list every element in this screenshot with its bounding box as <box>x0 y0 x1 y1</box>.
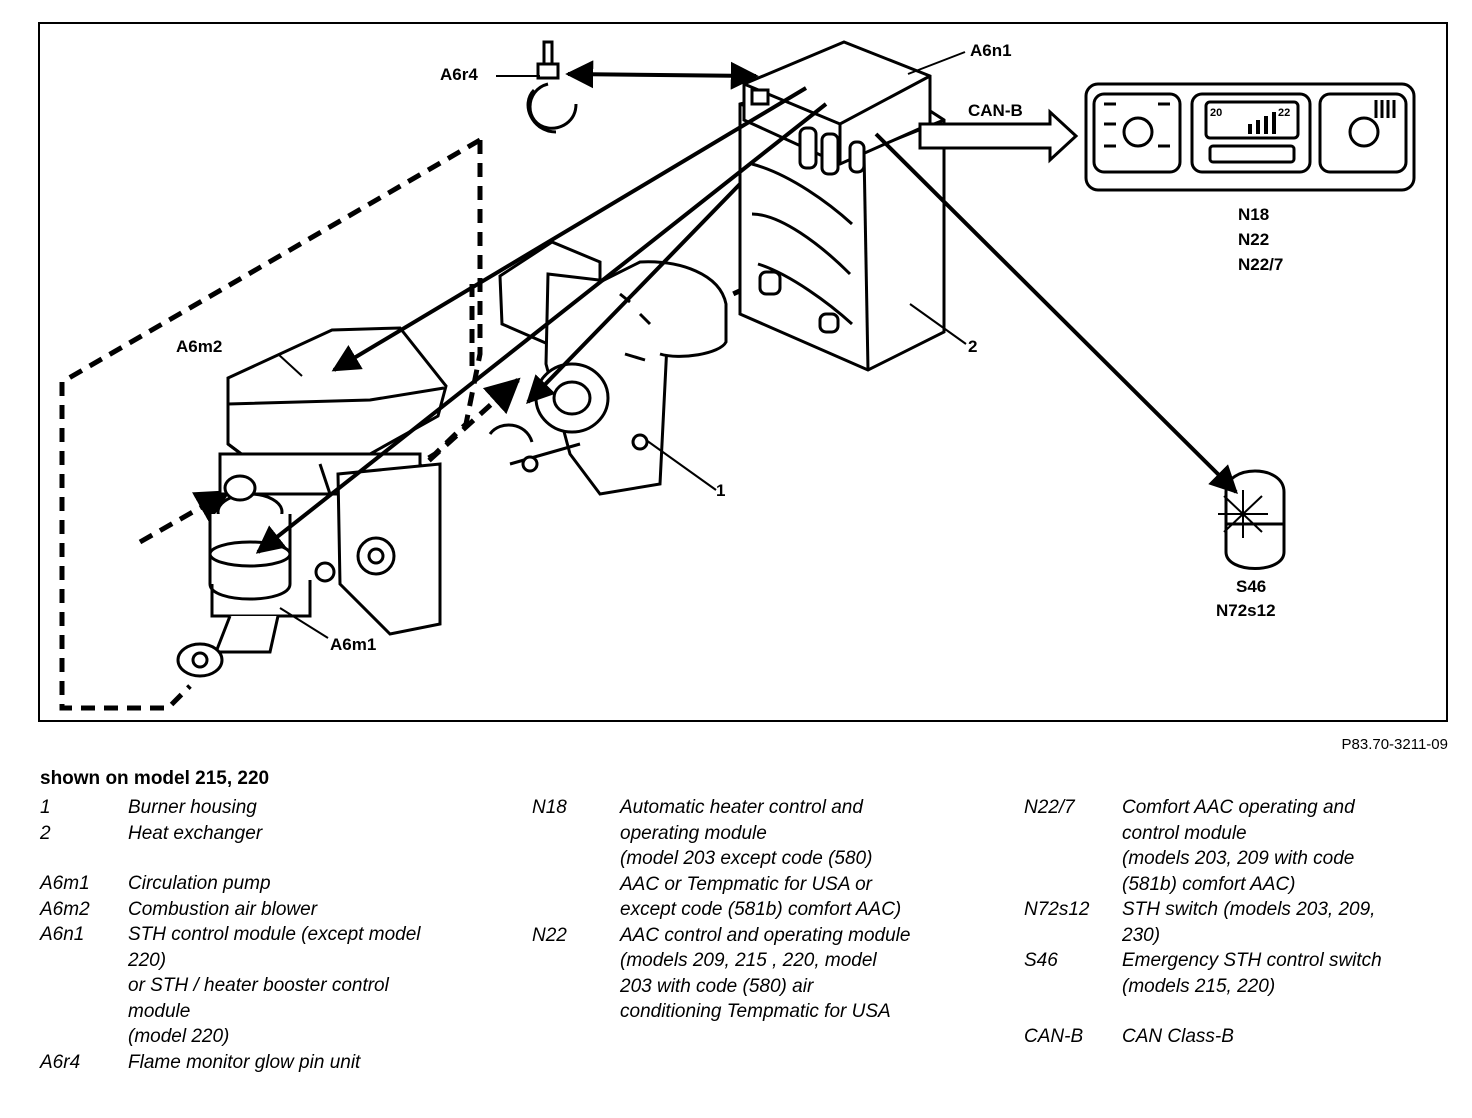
legend-code: N18 <box>532 797 567 818</box>
legend-item: N22/7 Comfort AAC operating and control m… <box>1024 795 1454 897</box>
legend-code: N22/7 <box>1024 797 1075 818</box>
burner-housing-part1 <box>488 240 728 496</box>
can-b-arrow <box>918 108 1079 164</box>
legend-code: S46 <box>1024 950 1058 971</box>
legend-description: Flame monitor glow pin unit <box>128 1051 361 1073</box>
label-s46: S46 <box>1236 577 1267 596</box>
legend-item: 2 Heat exchanger <box>40 821 490 847</box>
panel-right-temp: 22 <box>1278 107 1290 119</box>
legend-description: Emergency STH control switch (models 215… <box>1122 950 1382 997</box>
legend-item: CAN-B CAN Class-B <box>1024 1024 1454 1050</box>
legend-item: N18 Automatic heater control and operatin… <box>532 795 972 923</box>
legend-column-3: N22/7 Comfort AAC operating and control m… <box>1024 795 1454 1050</box>
label-part-2: 2 <box>968 337 978 356</box>
legend-code: A6m1 <box>40 873 90 894</box>
legend-item: N22 AAC control and operating module (mod… <box>532 923 972 1025</box>
legend-description: Automatic heater control and operating m… <box>620 797 902 920</box>
legend-code: N22 <box>532 924 567 946</box>
legend-description: Comfort AAC operating and control module… <box>1122 797 1355 895</box>
label-n72s12: N72s12 <box>1216 601 1276 620</box>
legend-description: Heat exchanger <box>128 822 263 844</box>
legend-item: S46 Emergency STH control switch (models … <box>1024 948 1454 999</box>
legend-item: A6m2 Combustion air blower <box>40 897 490 923</box>
combustion-air-blower-a6m2 <box>218 326 448 636</box>
legend-code: A6r4 <box>40 1051 81 1073</box>
legend-description: STH switch (models 203, 209, 230) <box>1122 899 1376 946</box>
legend-item: 1 Burner housing <box>40 795 490 821</box>
label-can-b: CAN-B <box>968 101 1023 120</box>
label-a6m2: A6m2 <box>176 337 223 356</box>
label-n22: N22 <box>1238 230 1270 249</box>
legend-description: Circulation pump <box>128 873 271 894</box>
figure-code: P83.70-3211-09 <box>1341 736 1448 753</box>
label-n22-7: N22/7 <box>1238 255 1284 274</box>
legend-code: N72s12 <box>1024 899 1090 920</box>
climate-control-panel: 20 22 <box>1084 82 1416 192</box>
leader-lines <box>277 51 967 639</box>
legend-description: AAC control and operating module (models… <box>620 924 911 1023</box>
legend-spacer <box>1024 999 1454 1024</box>
legend-code: A6n1 <box>40 924 85 945</box>
connection-lines <box>255 60 1238 554</box>
legend-description: CAN Class-B <box>1122 1026 1234 1047</box>
legend-item: A6m1 Circulation pump <box>40 871 490 897</box>
caption: shown on model 215, 220 <box>40 768 270 789</box>
label-a6m1: A6m1 <box>330 635 377 654</box>
label-a6r4: A6r4 <box>440 65 478 84</box>
label-part-1: 1 <box>716 481 726 500</box>
legend-code: A6m2 <box>40 898 90 920</box>
legend-description: STH control module (except model 220) or… <box>128 924 421 1047</box>
label-a6n1: A6n1 <box>970 41 1012 60</box>
legend-code: 1 <box>40 797 51 818</box>
diagram-figure: 20 22 A6r4 A6n1 CA <box>38 22 1448 722</box>
legend-item: A6r4 Flame monitor glow pin unit <box>40 1050 490 1076</box>
diagram-drawing: 20 22 <box>59 40 1416 711</box>
emergency-sth-switch-s46 <box>1218 469 1286 570</box>
panel-left-temp: 20 <box>1210 107 1222 119</box>
legend-description: Combustion air blower <box>128 898 318 920</box>
legend-code: 2 <box>40 822 51 844</box>
label-n18: N18 <box>1238 205 1270 224</box>
flame-monitor-glow-pin-a6r4 <box>526 40 578 134</box>
legend-description: Burner housing <box>128 797 257 818</box>
legend-spacer <box>40 846 490 871</box>
legend-column-2: N18 Automatic heater control and operatin… <box>532 795 972 1025</box>
legend-item: A6n1 STH control module (except model 220… <box>40 922 490 1050</box>
legend-code: CAN-B <box>1024 1026 1084 1047</box>
legend-item: N72s12 STH switch (models 203, 209, 230) <box>1024 897 1454 948</box>
